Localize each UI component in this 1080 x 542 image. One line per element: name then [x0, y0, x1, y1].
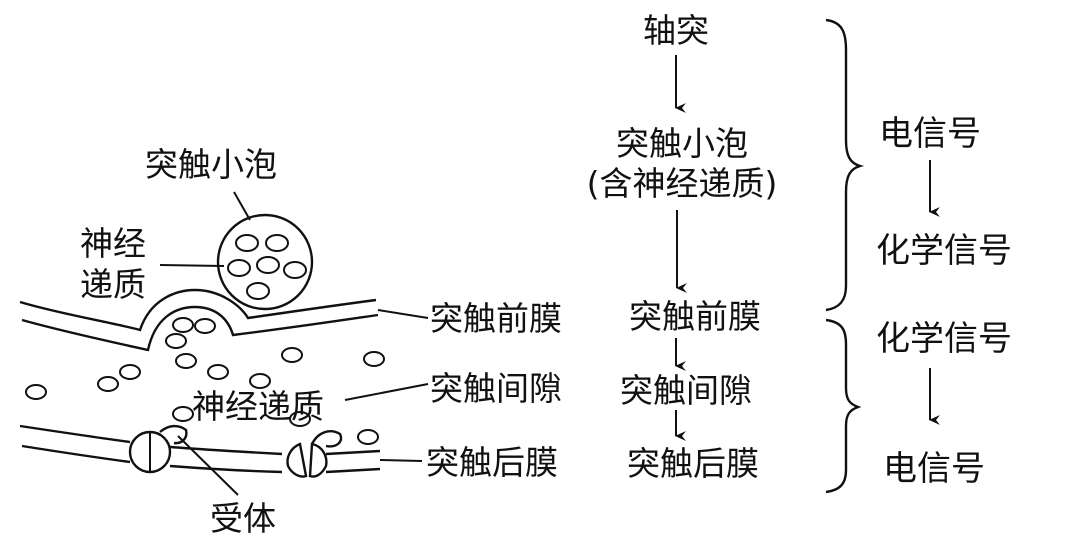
- lower-signal-to: 电信号: [883, 449, 985, 489]
- fusing-vesicle: [172, 317, 194, 333]
- synaptic-vesicle: [216, 213, 314, 311]
- postsynaptic-membrane-label: 突触后膜: [426, 443, 558, 482]
- neurotransmitter-label-line2: 递质: [80, 265, 146, 304]
- neurotransmitter-molecule: [227, 259, 251, 277]
- neurotransmitter-molecule: [265, 234, 289, 252]
- synaptic-cleft-label: 突触间隙: [430, 369, 562, 408]
- synapse-structure: 突触小泡 神经 递质 突触前膜 神经递质 突触间隙 突触后膜 受体: [19, 145, 562, 538]
- upper-brace: [825, 18, 865, 312]
- presynaptic-leader: [377, 309, 429, 319]
- neurotransmitter-molecule: [246, 282, 270, 300]
- presynaptic-membrane-outer: [19, 288, 377, 332]
- transmission-flow: 轴突 突触小泡 (含神经递质) 突触前膜 突触间隙 突触后膜: [587, 11, 778, 483]
- flow-vesicle-note: (含神经递质): [587, 164, 778, 203]
- cleft-neurotransmitter-label: 神经递质: [192, 387, 324, 426]
- lower-signal-from: 化学信号: [876, 319, 1012, 359]
- neurotransmitter-molecule: [249, 373, 271, 389]
- signal-conversion: 电信号 化学信号 化学信号 电信号: [825, 18, 1012, 494]
- flow-axon: 轴突: [643, 11, 709, 50]
- neurotransmitter-molecule: [283, 261, 307, 279]
- neurotransmitter-molecule: [357, 429, 379, 445]
- neurotransmitter-molecule: [289, 411, 311, 427]
- neurotransmitter-molecule: [281, 347, 303, 363]
- receptor-left: [128, 424, 188, 474]
- flow-vesicle: 突触小泡: [616, 124, 748, 163]
- postsynaptic-membrane-outer: [19, 424, 381, 456]
- flow-postsynaptic: 突触后膜: [627, 444, 759, 483]
- vesicle-label: 突触小泡: [145, 145, 277, 184]
- vesicle-leader: [233, 191, 251, 221]
- neurotransmitter-molecule: [97, 376, 119, 392]
- neurotransmitter-molecule: [119, 364, 141, 380]
- fusing-vesicle: [194, 318, 216, 334]
- upper-signal-to: 化学信号: [876, 231, 1012, 271]
- presynaptic-membrane-inner: [21, 305, 379, 352]
- postsynaptic-membrane-inner: [21, 444, 381, 474]
- neurotransmitter-molecule: [175, 353, 197, 369]
- lower-brace: [825, 318, 862, 494]
- neurotransmitter-molecule: [207, 364, 229, 380]
- receptor-right: [286, 430, 343, 478]
- receptor-label: 受体: [210, 499, 276, 538]
- flow-cleft: 突触间隙: [620, 371, 752, 410]
- cleft-neurotransmitter-leader: [344, 383, 429, 401]
- receptor-leader: [177, 435, 239, 496]
- postsynaptic-leader: [379, 459, 423, 462]
- neurotransmitter-molecule: [235, 234, 259, 252]
- upper-signal-from: 电信号: [879, 114, 981, 154]
- fusing-vesicle: [165, 333, 187, 349]
- flow-presynaptic: 突触前膜: [629, 297, 761, 336]
- neurotransmitter-molecule: [172, 406, 194, 422]
- neurotransmitter-molecule: [25, 384, 47, 400]
- neurotransmitter-molecule: [256, 256, 280, 274]
- neurotransmitter-molecule: [363, 351, 385, 367]
- neurotransmitter-leader: [159, 264, 225, 267]
- neurotransmitter-label-line1: 神经: [80, 224, 146, 263]
- presynaptic-membrane-label: 突触前膜: [430, 299, 562, 338]
